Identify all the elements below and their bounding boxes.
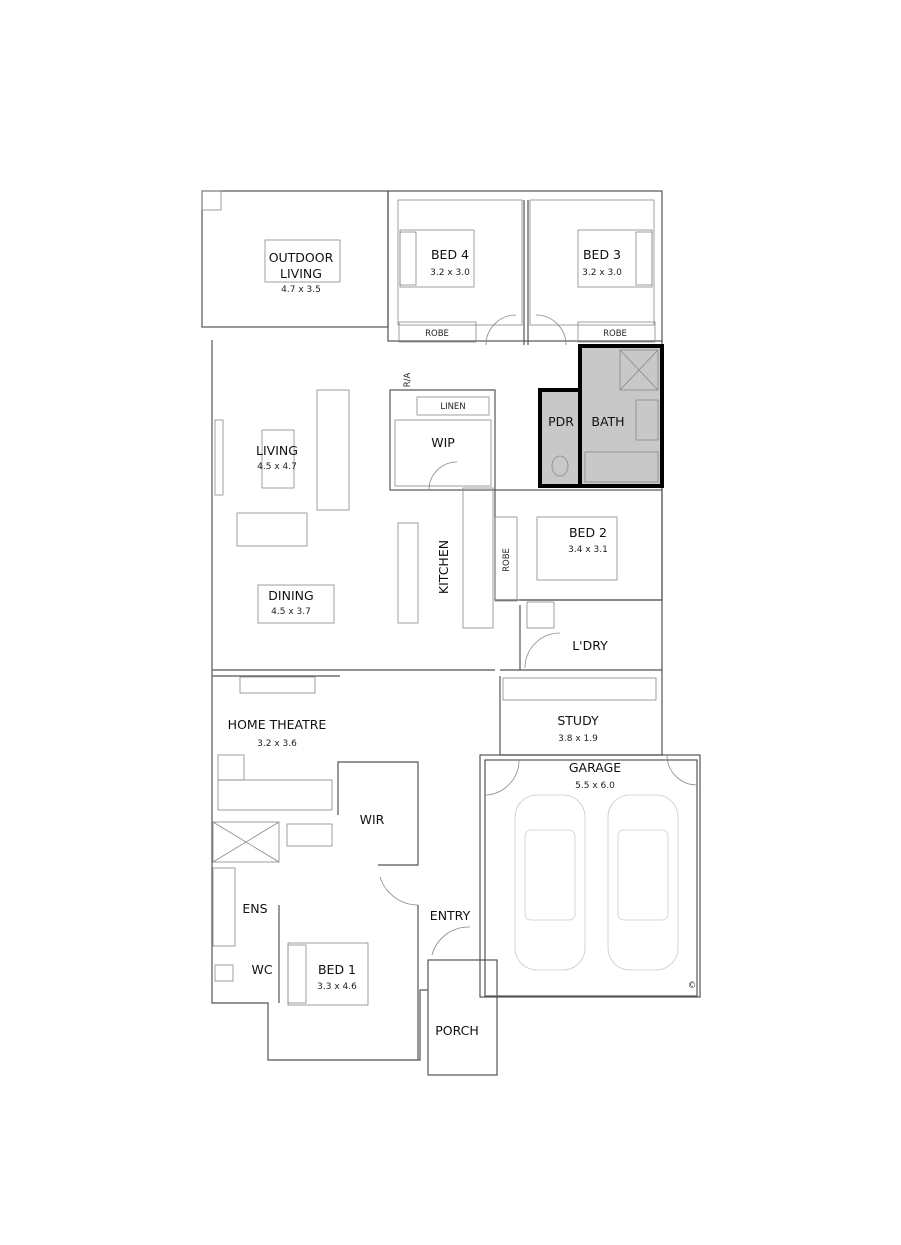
kitchen-island	[397, 522, 419, 624]
car-icon	[514, 794, 586, 971]
outdoor-living-label: OUTDOOR	[269, 250, 334, 265]
door-swing-icon	[535, 314, 567, 346]
bed1-label: BED 1	[318, 962, 356, 977]
bedroom-wing	[387, 190, 663, 346]
garage-size: 5.5 x 6.0	[575, 781, 615, 791]
study-size: 3.8 x 1.9	[558, 734, 598, 744]
theatre-sofa-icon	[217, 779, 333, 811]
home-theatre-label: HOME THEATRE	[228, 717, 327, 732]
coffee-table-icon	[261, 429, 295, 489]
outdoor-table-icon	[264, 239, 341, 283]
bed3-size: 3.2 x 3.0	[582, 268, 622, 278]
sofa-icon	[316, 389, 350, 511]
porch-label: PORCH	[435, 1023, 479, 1038]
ra-label: R/A	[403, 373, 413, 388]
dining-table-icon	[257, 584, 335, 624]
garage-label: GARAGE	[569, 760, 621, 775]
bath-label: BATH	[591, 414, 624, 429]
living-size: 4.5 x 4.7	[257, 462, 297, 472]
wet-areas	[538, 344, 664, 488]
outdoor-living-size: 4.7 x 3.5	[281, 285, 321, 295]
armchair-icon	[236, 512, 308, 547]
vanity-icon	[212, 867, 236, 947]
outdoor-living-label-2: LIVING	[280, 266, 322, 281]
bed2-size: 3.4 x 3.1	[568, 545, 608, 555]
bathtub-icon	[584, 451, 659, 483]
robe-label: ROBE	[425, 329, 449, 339]
robe-label: ROBE	[603, 329, 627, 339]
room-labels: OUTDOOR LIVING 4.7 x 3.5 BED 4 3.2 x 3.0…	[228, 247, 697, 1038]
laundry-label: L'DRY	[572, 638, 608, 653]
bed4-size: 3.2 x 3.0	[430, 268, 470, 278]
entry-label: ENTRY	[430, 908, 471, 923]
toilet-icon	[214, 964, 234, 982]
robe-label: ROBE	[502, 548, 512, 572]
bed4-label: BED 4	[431, 247, 469, 262]
laundry-sink-icon	[526, 601, 555, 629]
study-label: STUDY	[557, 713, 599, 728]
dining-label: DINING	[268, 588, 313, 603]
wc-label: WC	[251, 962, 272, 977]
main-walls	[211, 340, 701, 1076]
tv-unit-icon	[214, 419, 224, 496]
bed2-bed-icon	[536, 516, 618, 581]
linen-label: LINEN	[440, 402, 465, 412]
living-label: LIVING	[256, 443, 298, 458]
copyright-icon: ©	[688, 981, 697, 991]
shower-icon	[212, 821, 280, 863]
home-theatre-size: 3.2 x 3.6	[257, 739, 297, 749]
wip-label: WIP	[431, 435, 455, 450]
bed3-label: BED 3	[583, 247, 621, 262]
bed1-size: 3.3 x 4.6	[317, 982, 357, 992]
pdr-label: PDR	[548, 414, 574, 429]
car-icon	[607, 794, 679, 971]
door-swing-icon	[485, 314, 517, 346]
toilet-icon	[551, 455, 569, 477]
kitchen-bench	[462, 487, 494, 629]
ens-label: ENS	[242, 901, 267, 916]
dining-size: 4.5 x 3.7	[271, 607, 311, 617]
wir-label: WIR	[360, 812, 385, 827]
bed2-label: BED 2	[569, 525, 607, 540]
kitchen-label: KITCHEN	[436, 540, 451, 594]
door-swing-icon	[428, 461, 458, 491]
